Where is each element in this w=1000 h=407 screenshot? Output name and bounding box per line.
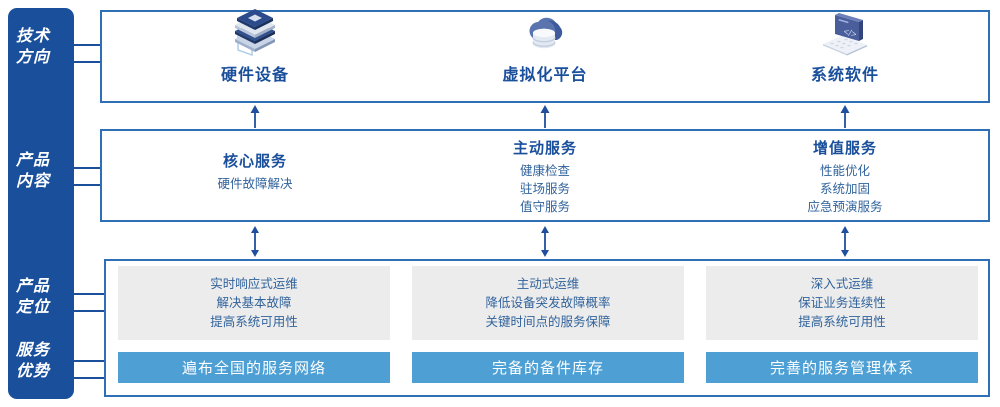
content-column-core-service[interactable]: 核心服务 硬件故障解决 bbox=[135, 150, 375, 193]
content-item: 系统加固 bbox=[819, 182, 870, 196]
rail-label-service-advantage: 服务 优势 bbox=[0, 340, 66, 382]
rail-label-line: 技术 bbox=[15, 28, 50, 45]
connector-stub bbox=[74, 61, 102, 63]
content-item: 值守服务 bbox=[519, 200, 570, 214]
arrow-up-system-software bbox=[838, 104, 852, 128]
arrow-up-hardware bbox=[248, 104, 262, 128]
positioning-line: 解决基本故障 bbox=[216, 296, 292, 310]
technology-title: 虚拟化平台 bbox=[502, 67, 588, 84]
rail-label-line: 产品 bbox=[15, 278, 50, 295]
connector-stub bbox=[74, 44, 102, 46]
technology-column-system-software[interactable]: </> 系统软件 bbox=[745, 8, 945, 85]
positioning-line: 实时响应式运维 bbox=[210, 277, 298, 291]
positioning-line: 深入式运维 bbox=[810, 277, 874, 291]
positioning-line: 主动式运维 bbox=[516, 277, 580, 291]
connector-stub bbox=[74, 360, 106, 362]
product-content-section bbox=[100, 129, 990, 222]
rail-label-product-positioning: 产品 定位 bbox=[0, 276, 66, 318]
positioning-line: 保证业务连续性 bbox=[798, 296, 886, 310]
server-stack-icon bbox=[155, 8, 355, 56]
content-heading: 核心服务 bbox=[222, 153, 287, 170]
rail-label-technology-direction: 技术 方向 bbox=[0, 26, 66, 68]
content-column-value-added-service[interactable]: 增值服务 性能优化 系统加固 应急预演服务 bbox=[725, 137, 965, 216]
positioning-line: 提高系统可用性 bbox=[210, 315, 298, 329]
arrow-up-virtualization bbox=[538, 104, 552, 128]
technology-title: 硬件设备 bbox=[220, 67, 289, 84]
arrow-bidirectional-right bbox=[838, 226, 852, 257]
positioning-line: 提高系统可用性 bbox=[798, 315, 886, 329]
connector-stub bbox=[74, 377, 106, 379]
positioning-line: 关键时间点的服务保障 bbox=[485, 315, 611, 329]
advantage-bar-spare-parts[interactable]: 完备的备件库存 bbox=[412, 352, 684, 383]
technology-column-hardware[interactable]: 硬件设备 bbox=[155, 8, 355, 85]
rail-label-product-content: 产品 内容 bbox=[0, 150, 66, 192]
content-column-proactive-service[interactable]: 主动服务 健康检查 驻场服务 值守服务 bbox=[425, 137, 665, 216]
positioning-card-realtime[interactable]: 实时响应式运维 解决基本故障 提高系统可用性 bbox=[118, 266, 390, 340]
rail-label-line: 服务 bbox=[15, 342, 50, 359]
arrow-bidirectional-middle bbox=[538, 226, 552, 257]
technology-title: 系统软件 bbox=[810, 67, 879, 84]
laptop-code-icon: </> bbox=[745, 8, 945, 56]
advantage-bar-management-system[interactable]: 完善的服务管理体系 bbox=[706, 352, 978, 383]
content-heading: 增值服务 bbox=[812, 140, 877, 157]
content-heading: 主动服务 bbox=[512, 140, 577, 157]
rail-label-line: 内容 bbox=[15, 173, 50, 190]
rail-label-line: 定位 bbox=[15, 299, 50, 316]
cloud-database-icon bbox=[445, 8, 645, 56]
connector-stub bbox=[74, 184, 102, 186]
rail-label-line: 优势 bbox=[15, 363, 50, 380]
content-item: 驻场服务 bbox=[519, 182, 570, 196]
positioning-card-proactive[interactable]: 主动式运维 降低设备突发故障概率 关键时间点的服务保障 bbox=[412, 266, 684, 340]
connector-stub bbox=[74, 310, 106, 312]
rail-label-line: 产品 bbox=[15, 152, 50, 169]
technology-column-virtualization[interactable]: 虚拟化平台 bbox=[445, 8, 645, 85]
arrow-bidirectional-left bbox=[248, 226, 262, 257]
rail-label-line: 方向 bbox=[15, 49, 50, 66]
content-item: 健康检查 bbox=[519, 164, 570, 178]
positioning-line: 降低设备突发故障概率 bbox=[485, 296, 611, 310]
positioning-card-indepth[interactable]: 深入式运维 保证业务连续性 提高系统可用性 bbox=[706, 266, 978, 340]
content-item: 性能优化 bbox=[819, 164, 870, 178]
svg-text:</>: </> bbox=[842, 26, 857, 39]
connector-stub bbox=[74, 167, 102, 169]
category-rail bbox=[8, 8, 74, 399]
advantage-bar-service-network[interactable]: 遍布全国的服务网络 bbox=[118, 352, 390, 383]
content-item: 硬件故障解决 bbox=[217, 177, 293, 191]
connector-stub bbox=[74, 293, 106, 295]
content-item: 应急预演服务 bbox=[807, 200, 883, 214]
